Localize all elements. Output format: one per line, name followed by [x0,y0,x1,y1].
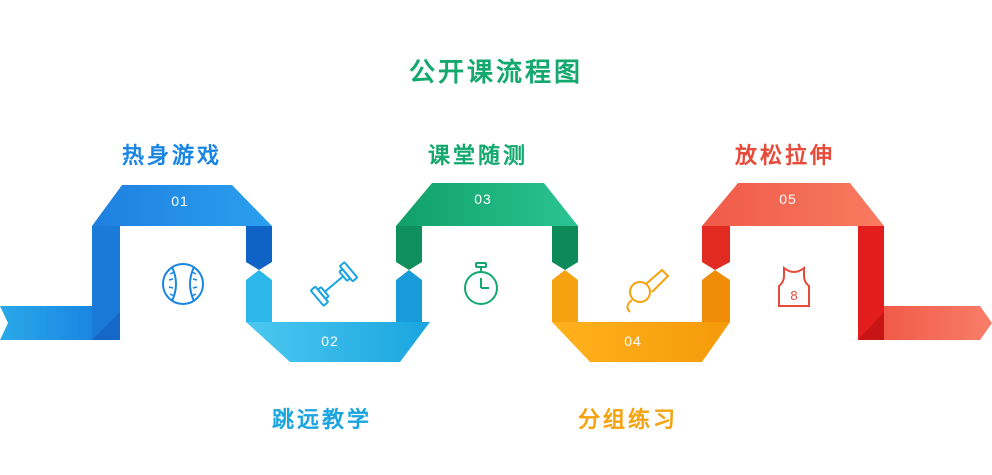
svg-text:8: 8 [790,288,797,303]
ribbon-segment-5 [702,183,884,340]
step-number-5: 05 [779,191,797,207]
step-label-3: 课堂随测 [428,144,529,169]
step-label-4: 分组练习 [578,408,679,433]
stopwatch-icon [464,262,498,305]
ribbon-tail-left [0,306,92,340]
baseball-icon [162,263,204,305]
step-label-2: 跳远教学 [272,408,373,433]
page-title: 公开课流程图 [408,58,583,88]
ribbon-segment-3 [396,183,578,270]
jersey-icon: 8 [778,265,810,307]
step-label-1: 热身游戏 [122,144,223,169]
whistle-icon [626,268,670,313]
step-number-4: 04 [624,333,642,349]
dumbbell-icon [310,261,358,307]
ribbon-segment-4 [552,270,730,362]
ribbon-segment-1 [92,185,272,340]
step-number-3: 03 [474,191,492,207]
ribbon-tail-right [858,306,992,340]
step-label-5: 放松拉伸 [735,144,836,169]
step-number-1: 01 [171,193,189,209]
step-number-2: 02 [321,333,339,349]
ribbon-segment-2 [246,270,430,362]
